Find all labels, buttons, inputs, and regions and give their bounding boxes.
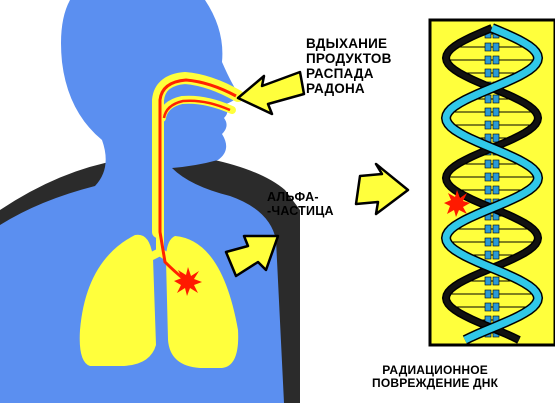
dna-base (493, 121, 499, 129)
dna-base (485, 121, 491, 129)
dna-base (493, 56, 499, 64)
dna-base (493, 69, 499, 77)
dna-base (485, 173, 491, 181)
dna-base (493, 251, 499, 259)
alpha-to-dna-arrow-icon (356, 164, 408, 214)
alpha-particle-label: АЛЬФА- -ЧАСТИЦА (267, 190, 334, 218)
dna-base (485, 290, 491, 298)
dna-base (493, 134, 499, 142)
dna-base (493, 290, 499, 298)
dna-base (485, 186, 491, 194)
dna-base (485, 160, 491, 168)
dna-damage-label: РАДИАЦИОННОЕ ПОВРЕЖДЕНИЕ ДНК (372, 364, 498, 390)
damage-label-line: ПОВРЕЖДЕНИЕ ДНК (372, 377, 498, 390)
inhale-label-line: РАДОНА (306, 81, 392, 96)
dna-base (485, 238, 491, 246)
dna-base (485, 43, 491, 51)
dna-base (493, 303, 499, 311)
alpha-label-line: -ЧАСТИЦА (267, 204, 334, 218)
dna-base (485, 303, 491, 311)
dna-base (493, 160, 499, 168)
dna-base (493, 186, 499, 194)
alpha-label-line: АЛЬФА- (267, 190, 334, 204)
dna-base (485, 108, 491, 116)
dna-base (485, 225, 491, 233)
dna-base (485, 69, 491, 77)
dna-base (493, 225, 499, 233)
dna-base (493, 95, 499, 103)
dna-base (485, 277, 491, 285)
dna-base (493, 277, 499, 285)
dna-base (485, 95, 491, 103)
inhale-label-line: РАСПАДА (306, 66, 392, 81)
dna-base (493, 238, 499, 246)
inhale-arrow-icon (238, 72, 304, 114)
dna-base (493, 43, 499, 51)
inhale-label-line: ПРОДУКТОВ (306, 51, 392, 66)
dna-base (485, 251, 491, 259)
dna-base (493, 173, 499, 181)
inhale-label: ВДЫХАНИЕ ПРОДУКТОВ РАСПАДА РАДОНА (306, 36, 392, 96)
inhale-label-line: ВДЫХАНИЕ (306, 36, 392, 51)
dna-base (485, 56, 491, 64)
dna-base (493, 108, 499, 116)
